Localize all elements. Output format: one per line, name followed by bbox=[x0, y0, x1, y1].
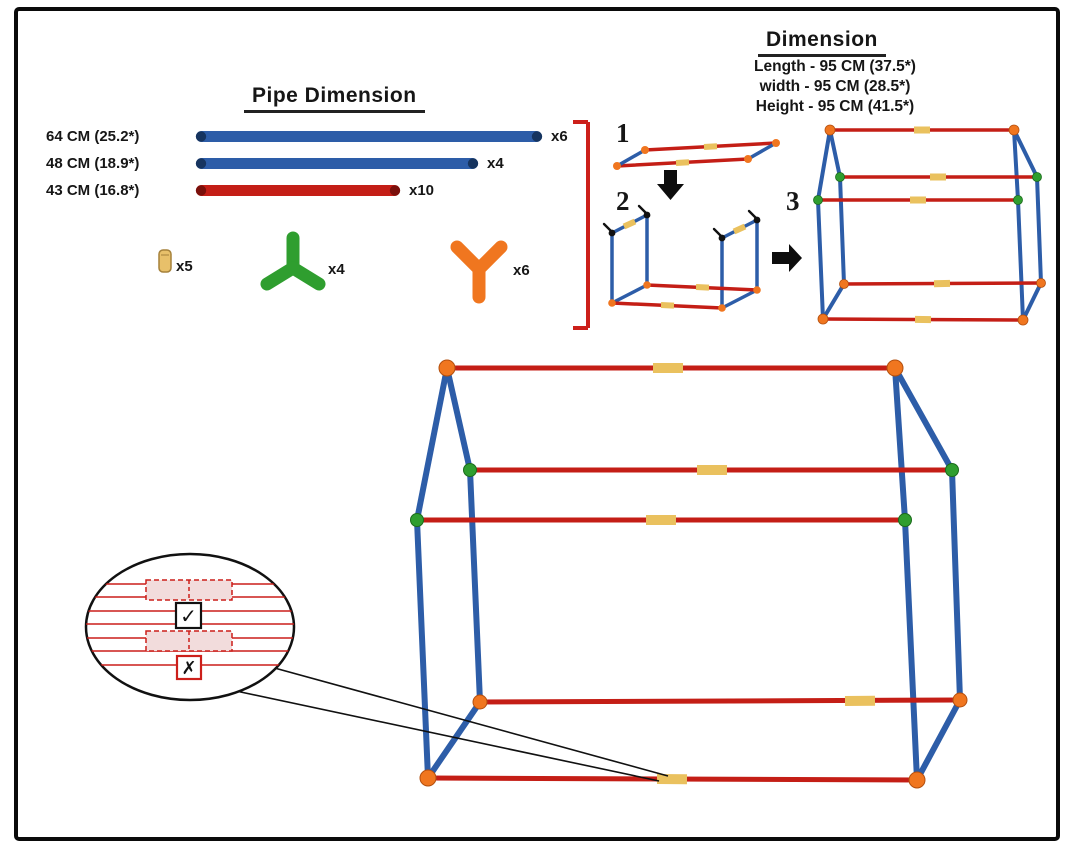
pipe-end-cap bbox=[195, 185, 207, 196]
magnifier-pointer-lines bbox=[235, 663, 669, 782]
pipe-48-label: 48 CM (18.9*) bbox=[46, 155, 140, 172]
fort-red-pipes bbox=[414, 365, 963, 783]
down-arrow-icon bbox=[657, 170, 684, 200]
pipe-64-label: 64 CM (25.2*) bbox=[46, 128, 140, 145]
pipe-end-cap bbox=[389, 185, 401, 196]
pipe-end-cap bbox=[195, 131, 207, 142]
dimension-height: Height - 95 CM (41.5*) bbox=[755, 98, 915, 115]
check-box bbox=[174, 601, 203, 630]
three-way-orange-icon bbox=[450, 240, 508, 304]
straight-coupler-icon bbox=[158, 249, 172, 273]
pipe-64-count: x6 bbox=[551, 128, 568, 145]
step-2-number: 2 bbox=[616, 186, 630, 216]
step-3-number: 3 bbox=[786, 186, 800, 216]
cross-mark: ✗ bbox=[181, 658, 196, 679]
pipe-64-bar bbox=[195, 131, 543, 142]
dimension-length: Length - 95 CM (37.5*) bbox=[754, 58, 916, 75]
cross-box bbox=[175, 654, 203, 681]
pipe-end-cap bbox=[531, 131, 543, 142]
pipe-end-cap bbox=[195, 158, 207, 169]
check-mark: ✓ bbox=[180, 604, 197, 628]
fort-assembly-diagram bbox=[410, 359, 968, 789]
detail-magnifier: ✓ ✗ bbox=[84, 552, 296, 702]
pipe-dimension-title: Pipe Dimension bbox=[244, 84, 425, 113]
step-1-number: 1 bbox=[616, 118, 630, 148]
pipe-43-count: x10 bbox=[409, 182, 435, 199]
pipe-48-bar bbox=[195, 158, 479, 169]
fort-yellow-joints bbox=[646, 363, 876, 785]
step1-floor-diagram bbox=[613, 139, 780, 170]
pipe-48-count: x4 bbox=[487, 155, 504, 172]
dimension-width: width - 95 CM (28.5*) bbox=[759, 78, 911, 95]
pipe-end-cap bbox=[467, 158, 479, 169]
dimension-title: Dimension bbox=[758, 28, 886, 57]
green-connector-count: x4 bbox=[328, 261, 345, 278]
fort-green-connectors bbox=[410, 463, 959, 527]
coupler-count: x5 bbox=[176, 258, 193, 275]
step3-house-diagram bbox=[813, 124, 1046, 326]
pipe-43-bar bbox=[195, 185, 401, 196]
dimension-lines: Length - 95 CM (37.5*) width - 95 CM (28… bbox=[700, 57, 970, 117]
fort-orange-connectors bbox=[419, 359, 968, 789]
pipe-43-label: 43 CM (16.8*) bbox=[46, 182, 140, 199]
three-way-green-icon bbox=[260, 231, 326, 291]
red-bracket bbox=[573, 120, 590, 330]
orange-connector-count: x6 bbox=[513, 262, 530, 279]
fort-blue-pipes bbox=[414, 365, 963, 783]
step2-walls-diagram bbox=[602, 204, 761, 312]
right-arrow-icon bbox=[772, 244, 802, 272]
